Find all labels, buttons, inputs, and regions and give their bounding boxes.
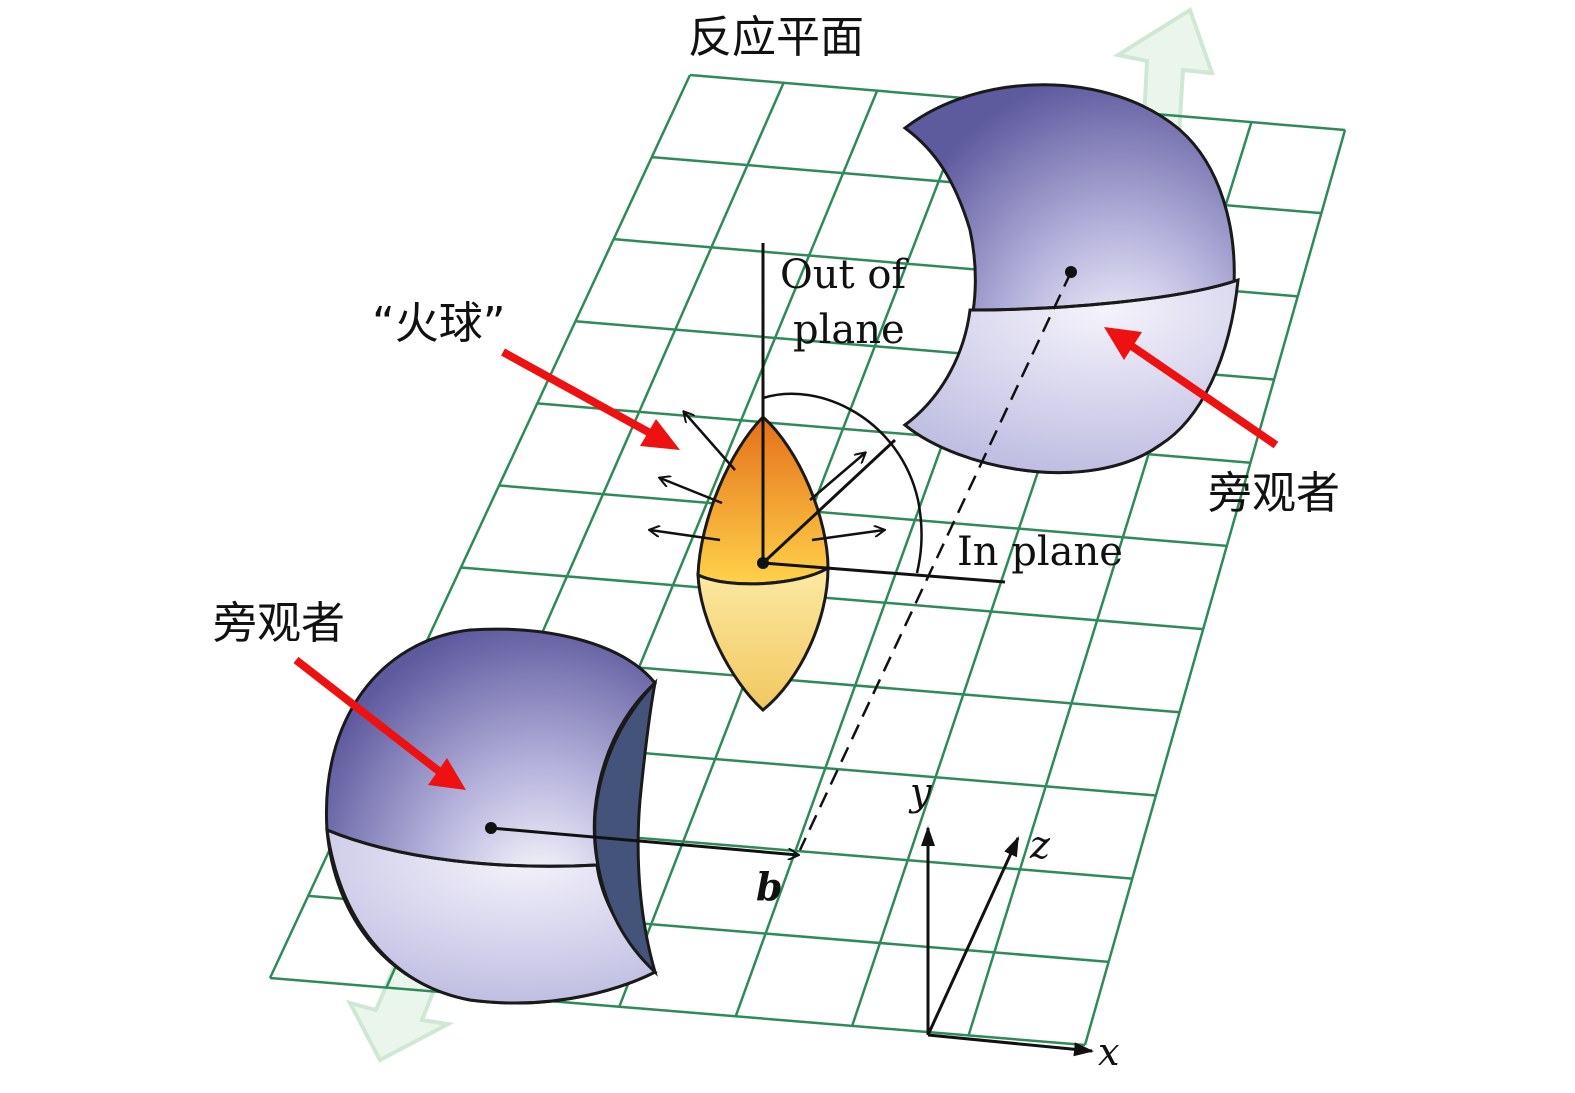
impact-dashed-line — [798, 271, 1073, 851]
coordinate-axes — [921, 826, 1094, 1057]
axis-y-label: y — [908, 770, 932, 814]
pointer-arrow-left-spectator — [293, 656, 466, 790]
spectator-left — [324, 627, 658, 1005]
grid-row-line — [269, 976, 1086, 1047]
fireball-center-dot — [757, 557, 769, 569]
fireball-label: “火球” — [372, 298, 506, 349]
in-plane-axis — [762, 561, 1006, 584]
pointer-arrow-fireball — [501, 348, 680, 450]
reaction-plane-title: 反应平面 — [688, 12, 864, 63]
spectator-label-left: 旁观者 — [213, 598, 345, 649]
emission-arrows — [650, 412, 884, 542]
in-plane-label: In plane — [957, 529, 1123, 575]
axis-x-label: x — [1098, 1030, 1119, 1074]
spectator-right — [902, 83, 1240, 475]
impact-parameter-vector — [490, 826, 798, 855]
pointer-arrow-right-spectator — [1104, 327, 1279, 449]
reaction-angle-line — [761, 438, 897, 565]
grid-column-line — [1083, 129, 1347, 1046]
out-of-plane-label-line1: Out of — [780, 252, 909, 298]
axis-z-label: z — [1029, 823, 1051, 867]
grid-row-line — [460, 566, 1204, 631]
azimuth-arc — [762, 392, 923, 574]
grid-row-line — [498, 484, 1227, 548]
spectator-label-right: 旁观者 — [1208, 468, 1340, 519]
out-of-plane-label-line2: plane — [793, 307, 905, 353]
impact-parameter-label: b — [756, 864, 783, 909]
